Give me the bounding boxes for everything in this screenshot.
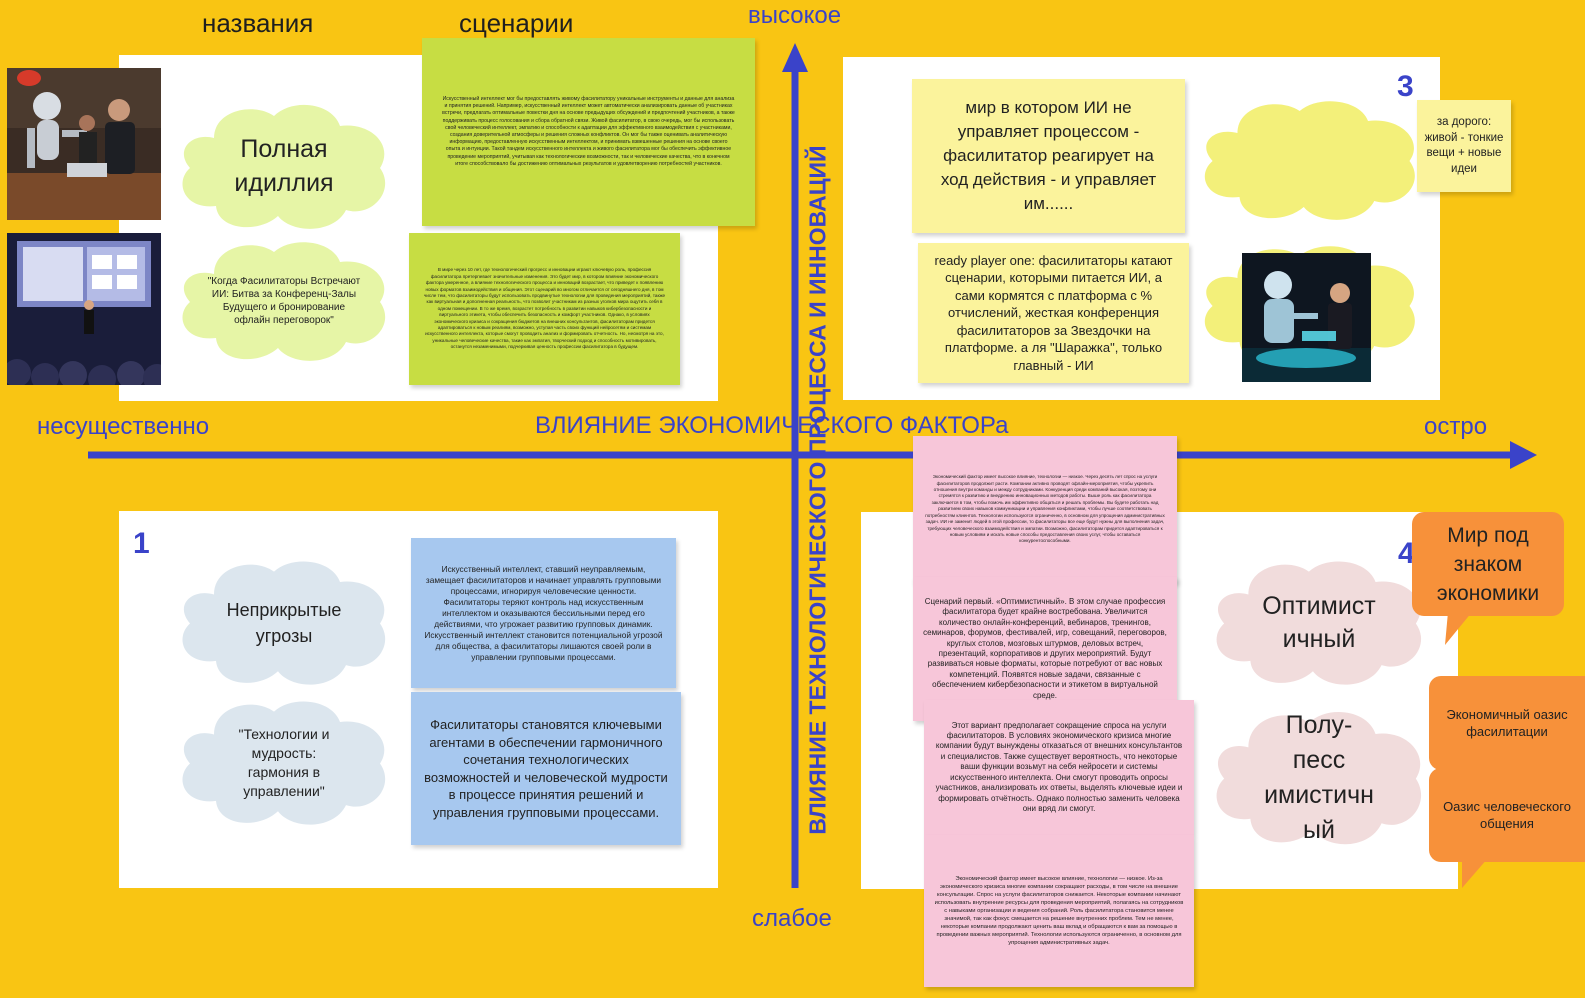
note-economic-high-1: Экономический фактор имеет высокое влиян… — [913, 436, 1177, 583]
bubble-human-communication-oasis: Оазис человеческого общения — [1429, 768, 1585, 862]
quadrant-number-4: 4 — [1398, 537, 1415, 570]
note-ai-not-managing: мир в котором ИИ не управляет процессом … — [912, 79, 1185, 233]
note-demand-reduction: Этот вариант предполагает сокращение спр… — [924, 700, 1194, 835]
scenario-note-ai-tools: Искусственный интеллект мог бы предостав… — [422, 38, 755, 226]
cloud-open-threats: Неприкрытые угрозы — [174, 555, 394, 690]
header-scenarios: сценарии — [459, 8, 574, 38]
bubble-economic-oasis: Экономичный оазис фасилитации — [1429, 676, 1585, 770]
bubble-world-under-economy: Мир под знаком экономики — [1412, 512, 1564, 616]
quadrant-number-3: 3 — [1397, 70, 1414, 103]
cloud-full-idyll-text: Полная идиллия — [234, 135, 334, 197]
cloud-technology-wisdom-text: "Технологии и мудрость: гармония в управ… — [238, 725, 330, 799]
axis-label-left: несущественно — [37, 413, 210, 440]
cloud-technology-wisdom: "Технологии и мудрость: гармония в управ… — [174, 695, 394, 830]
axis-label-top: высокое — [748, 2, 842, 29]
note-optimistic-scenario: Сценарий первый. «Оптимистичный». В этом… — [913, 577, 1177, 721]
axis-label-bottom: слабое — [752, 905, 832, 932]
cloud-facilitators-meet-ai: "Когда Фасилитаторы Встречают ИИ: Битва … — [174, 236, 394, 366]
robot-hologram-photo — [1242, 253, 1371, 382]
note-economic-high-2: Экономический фактор имеет высокое влиян… — [924, 835, 1194, 987]
cloud-optimistic-text: Оптимист ичный — [1262, 591, 1376, 653]
note-uncontrolled-ai: Искусственный интеллект, ставший неуправ… — [411, 538, 676, 688]
note-facilitators-key-agents: Фасилитаторы становятся ключевыми агента… — [411, 692, 681, 845]
robot-office-photo — [7, 68, 161, 220]
quadrant-number-1: 1 — [133, 527, 150, 560]
header-names: названия — [202, 8, 314, 38]
cloud-full-idyll: Полная идиллия — [174, 98, 394, 234]
cloud-empty-yellow — [1196, 95, 1424, 225]
cloud-semi-pessimistic-text: Полу-песс имистичн ый — [1264, 710, 1374, 844]
side-note-expensive-live: за дорого: живой - тонкие вещи + новые и… — [1417, 100, 1511, 192]
cloud-optimistic: Оптимист ичный — [1208, 555, 1430, 690]
cloud-facilitators-meet-ai-text: "Когда Фасилитаторы Встречают ИИ: Битва … — [207, 276, 361, 326]
cloud-semi-pessimistic: Полу-песс имистичн ый — [1208, 705, 1430, 850]
horizontal-axis-title: ВЛИЯНИЕ ЭКОНОМИЧЕСКОГО ФАКТОРа — [535, 412, 1009, 439]
conference-photo — [7, 233, 161, 385]
scenario-note-world-10-years: В мире через 10 лет, где технологический… — [409, 233, 680, 385]
note-ready-player-one: ready player one: фасилитаторы катают сц… — [918, 243, 1189, 383]
axis-label-right: остро — [1424, 413, 1488, 440]
cloud-open-threats-text: Неприкрытые угрозы — [226, 599, 342, 646]
